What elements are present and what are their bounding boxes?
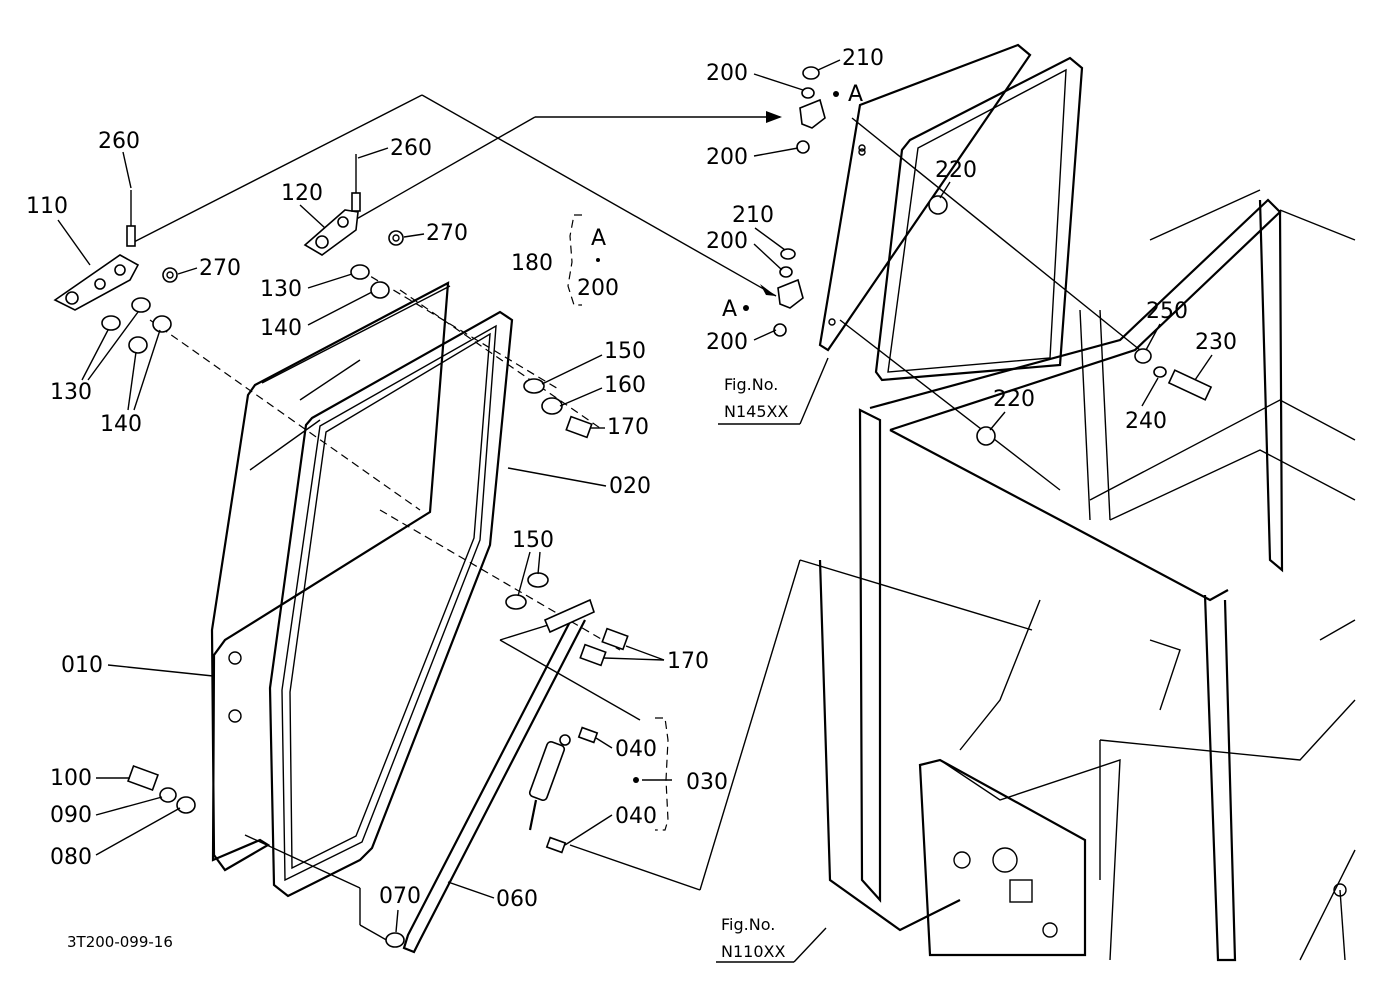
label-270-right: 270 [426,221,468,246]
label-130-lower: 130 [50,380,92,405]
label-260-left: 260 [98,129,140,154]
label-150-upper: 150 [604,339,646,364]
label-200-top: 200 [706,61,748,86]
stay-060 [402,598,595,954]
label-230: 230 [1195,330,1237,355]
group-030: 030 [633,770,728,795]
label-100: 100 [50,766,92,791]
drawing-code: 3T200-099-16 [67,933,173,951]
part-labels: 260 260 110 120 270 270 130 130 140 140 … [26,46,1237,933]
label-200-mid-lower: 200 [706,229,748,254]
label-040-upper: 040 [615,737,657,762]
label-170-lower: 170 [667,649,709,674]
fasteners-lower-left [127,765,405,948]
label-030: 030 [686,770,728,795]
label-220-lower: 220 [993,387,1035,412]
label-210-upper: 210 [842,46,884,71]
label-160: 160 [604,373,646,398]
fasteners-220-250 [928,195,1213,446]
fig-ref-caption: Fig.No. [721,915,775,934]
fig-ref-caption: Fig.No. [724,375,778,394]
label-140-lower: 140 [100,412,142,437]
marker-a-lower: A [722,297,737,322]
fasteners-right [505,378,629,667]
label-020: 020 [609,474,651,499]
label-210-lower: 210 [732,203,774,228]
label-060: 060 [496,887,538,912]
label-120: 120 [281,181,323,206]
latch-assembly-upper [796,66,839,154]
label-090: 090 [50,803,92,828]
marker-a-upper: A [848,82,863,107]
leader-lines [127,94,1141,943]
nuts-270 [162,230,404,283]
group-180: 180 A 200 [511,226,619,301]
label-200-bottom: 200 [706,330,748,355]
gas-damper-030 [528,726,599,854]
label-270-left: 270 [199,256,241,281]
hinge-120 [303,154,361,256]
label-070: 070 [379,884,421,909]
fig-ref-number: N110XX [721,942,785,961]
washers-130-140 [101,264,390,354]
group-180-member-a: A [591,226,606,251]
group-brackets [567,214,672,831]
label-180: 180 [511,251,553,276]
label-010: 010 [61,653,103,678]
label-170-upper: 170 [607,415,649,440]
label-150-lower: 150 [512,528,554,553]
door-seal-020 [268,310,514,898]
assembly-markers: A A [722,82,863,322]
label-250: 250 [1146,299,1188,324]
door-glass-010 [210,281,451,872]
cabin-frame [818,189,1356,962]
hinge-110 [53,190,140,311]
label-110: 110 [26,194,68,219]
fig-ref-n145xx: Fig.No. N145XX [718,357,829,425]
fig-ref-n110xx: Fig.No. N110XX [716,915,827,963]
label-200-mid-upper: 200 [706,145,748,170]
label-080: 080 [50,845,92,870]
fig-ref-number: N145XX [724,402,788,421]
label-260-right: 260 [390,136,432,161]
group-180-member-200: 200 [577,276,619,301]
latch-assembly-lower [743,248,804,337]
label-240: 240 [1125,409,1167,434]
label-130-upper: 130 [260,277,302,302]
label-040-lower: 040 [615,804,657,829]
label-220-upper: 220 [935,158,977,183]
label-140-upper: 140 [260,316,302,341]
